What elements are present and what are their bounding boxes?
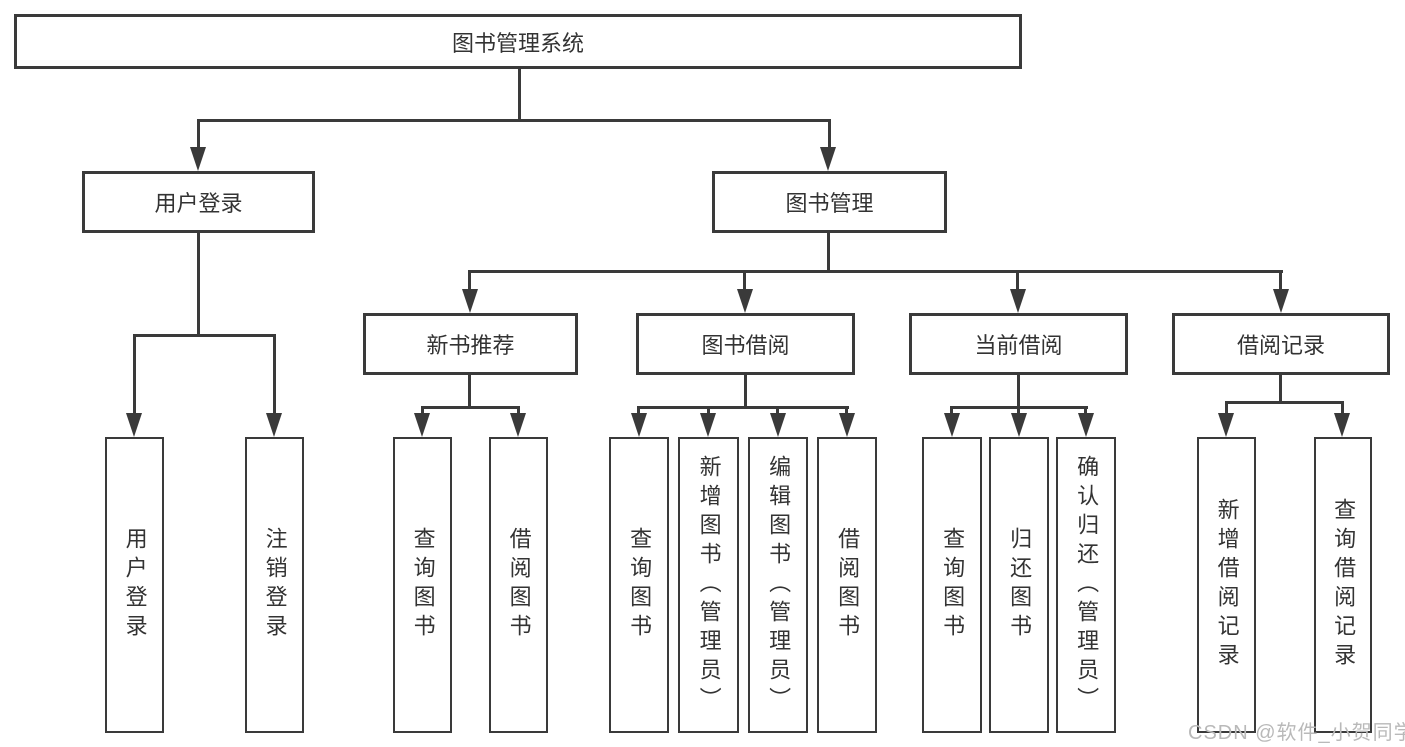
arrow-down-icon <box>462 289 478 313</box>
node-new-book-recommend: 新书推荐 <box>363 313 578 375</box>
node-book-borrow: 图书借阅 <box>636 313 855 375</box>
connector-line <box>421 406 520 409</box>
arrow-down-icon <box>700 413 716 437</box>
connector-line <box>468 270 471 295</box>
leaf-query-books-3: 查询图书 <box>922 437 982 733</box>
arrow-down-icon <box>414 413 430 437</box>
leaf-label: 新增借阅记录 <box>1214 498 1240 672</box>
node-user-login: 用户登录 <box>82 171 315 233</box>
connector-line <box>133 334 276 337</box>
connector-line <box>1225 401 1344 404</box>
leaf-label: 查询图书 <box>627 527 653 643</box>
arrow-down-icon <box>839 413 855 437</box>
leaf-label: 归还图书 <box>1007 527 1033 643</box>
arrow-down-icon <box>1078 413 1094 437</box>
connector-line <box>133 334 136 418</box>
node-label: 用户登录 <box>154 191 243 216</box>
leaf-logout: 注销登录 <box>245 437 304 733</box>
connector-line <box>1225 401 1228 418</box>
leaf-label: 查询借阅记录 <box>1331 498 1357 672</box>
leaf-borrow-books-1: 借阅图书 <box>489 437 548 733</box>
leaf-label: 确认归还（管理员） <box>1074 454 1100 716</box>
connector-line <box>197 119 200 153</box>
leaf-label: 新增图书（管理员） <box>696 454 722 716</box>
node-book-management: 图书管理 <box>712 171 947 233</box>
connector-line <box>637 406 849 409</box>
node-label: 当前借阅 <box>974 333 1063 358</box>
arrow-down-icon <box>770 413 786 437</box>
connector-line <box>1017 375 1020 409</box>
arrow-down-icon <box>820 147 836 171</box>
leaf-label: 用户登录 <box>122 527 148 643</box>
connector-line <box>828 119 831 153</box>
leaf-label: 查询图书 <box>410 527 436 643</box>
connector-line <box>744 375 747 409</box>
connector-line <box>1341 401 1344 418</box>
leaf-confirm-return-admin: 确认归还（管理员） <box>1056 437 1116 733</box>
arrow-down-icon <box>266 413 282 437</box>
node-label: 借阅记录 <box>1236 333 1325 358</box>
connector-line <box>273 334 276 418</box>
arrow-down-icon <box>126 413 142 437</box>
leaf-label: 借阅图书 <box>506 527 532 643</box>
arrow-down-icon <box>190 147 206 171</box>
leaf-add-books-admin: 新增图书（管理员） <box>678 437 739 733</box>
node-label: 新书推荐 <box>426 333 515 358</box>
connector-line <box>743 270 746 295</box>
arrow-down-icon <box>1010 289 1026 313</box>
leaf-query-borrow-record: 查询借阅记录 <box>1314 437 1372 733</box>
node-label: 图书借阅 <box>701 333 790 358</box>
arrow-down-icon <box>1218 413 1234 437</box>
connector-line <box>518 68 521 122</box>
leaf-label: 查询图书 <box>940 527 966 643</box>
connector-line <box>827 233 830 273</box>
arrow-down-icon <box>1011 413 1027 437</box>
connector-line <box>1279 270 1282 295</box>
connector-line <box>1279 375 1282 404</box>
arrow-down-icon <box>1334 413 1350 437</box>
connector-line <box>469 270 1283 273</box>
leaf-user-login: 用户登录 <box>105 437 164 733</box>
watermark: CSDN @软件_小贺同学 <box>1188 722 1405 744</box>
node-current-borrow: 当前借阅 <box>909 313 1128 375</box>
node-label: 图书管理系统 <box>451 30 584 56</box>
arrow-down-icon <box>1273 289 1289 313</box>
leaf-edit-books-admin: 编辑图书（管理员） <box>748 437 808 733</box>
leaf-query-books-1: 查询图书 <box>393 437 452 733</box>
leaf-label: 借阅图书 <box>835 527 861 643</box>
leaf-add-borrow-record: 新增借阅记录 <box>1197 437 1256 733</box>
arrow-down-icon <box>510 413 526 437</box>
leaf-label: 注销登录 <box>262 527 288 643</box>
leaf-label: 编辑图书（管理员） <box>766 454 792 716</box>
node-label: 图书管理 <box>785 191 874 216</box>
leaf-borrow-books-2: 借阅图书 <box>817 437 877 733</box>
arrow-down-icon <box>631 413 647 437</box>
connector-line <box>1016 270 1019 295</box>
node-root-system: 图书管理系统 <box>14 14 1022 69</box>
leaf-return-books: 归还图书 <box>989 437 1049 733</box>
leaf-query-books-2: 查询图书 <box>609 437 669 733</box>
arrow-down-icon <box>944 413 960 437</box>
connector-line <box>197 119 831 122</box>
arrow-down-icon <box>737 289 753 313</box>
connector-line <box>197 233 200 337</box>
connector-line <box>468 375 471 409</box>
node-borrow-records: 借阅记录 <box>1172 313 1390 375</box>
